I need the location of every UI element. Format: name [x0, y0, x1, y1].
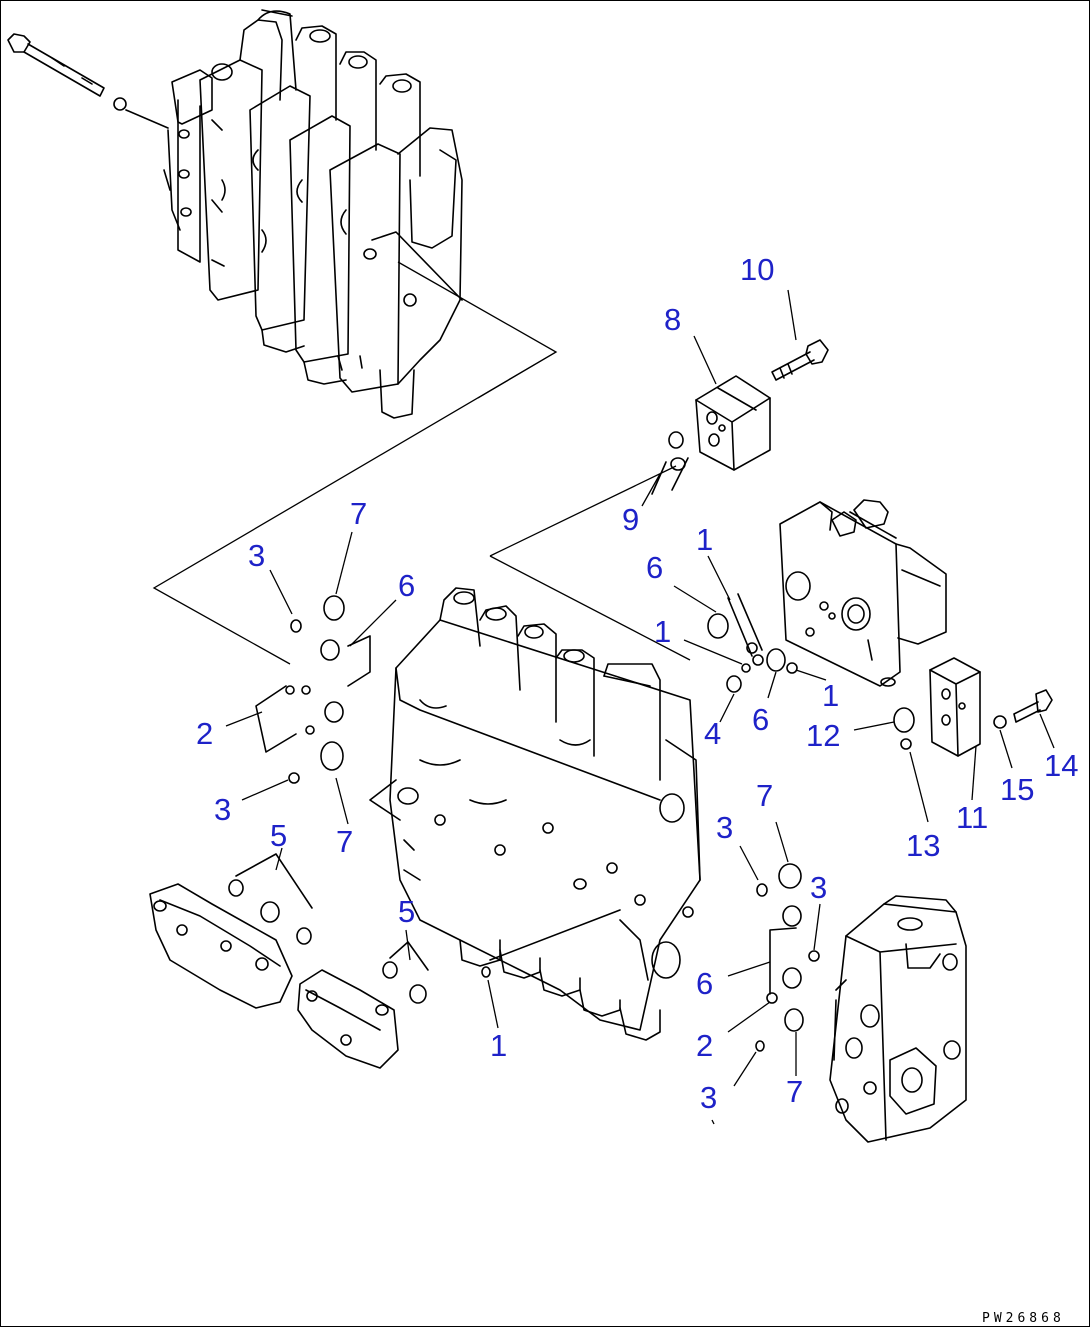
callout-3-left: 3 — [214, 792, 231, 827]
drawing-code: PW26868 — [982, 1311, 1065, 1326]
block-8 — [695, 375, 771, 471]
callout-3-right-lower: 3 — [810, 870, 827, 905]
callout-6-left: 6 — [398, 568, 415, 603]
callout-1-right: 1 — [822, 678, 839, 713]
callout-7-lower: 7 — [786, 1074, 803, 1109]
orings-right-upper — [707, 593, 798, 693]
relief-valve-upper — [779, 499, 947, 687]
oring-1-bottom — [481, 966, 491, 978]
plate-5-center — [297, 941, 429, 1069]
plate-5-left — [149, 853, 313, 1009]
callout-1-bottom: 1 — [490, 1028, 507, 1063]
callout-7-upper-left: 7 — [350, 496, 367, 531]
orings-12-13 — [893, 707, 915, 750]
callout-1-middle: 1 — [654, 614, 671, 649]
callout-14: 14 — [1044, 748, 1078, 783]
callout-2-left: 2 — [196, 716, 213, 751]
callout-3-right: 3 — [716, 810, 733, 845]
orings-left — [255, 595, 371, 784]
orings-9 — [651, 431, 689, 495]
callout-15: 15 — [1000, 772, 1034, 807]
callout-5-center: 5 — [398, 894, 415, 929]
callout-5-left: 5 — [270, 818, 287, 853]
bolt-10 — [771, 339, 829, 381]
cover-11 — [929, 657, 981, 757]
leader-lines — [225, 289, 1055, 1125]
callout-6-lower: 6 — [696, 966, 713, 1001]
callout-12: 12 — [806, 718, 840, 753]
orings-right-lower — [755, 863, 820, 1052]
callout-6-upper: 6 — [646, 550, 663, 585]
callout-7-right: 7 — [756, 778, 773, 813]
callout-2-lower: 2 — [696, 1028, 713, 1063]
callout-13: 13 — [906, 828, 940, 863]
callout-7-left: 7 — [336, 824, 353, 859]
callout-1-upper: 1 — [696, 522, 713, 557]
assembly-outline-lines — [152, 261, 691, 665]
callout-4: 4 — [704, 716, 721, 751]
callout-6-right: 6 — [752, 702, 769, 737]
main-valve-body — [369, 587, 701, 1041]
end-section — [829, 895, 967, 1143]
callout-10: 10 — [740, 252, 774, 287]
callout-11: 11 — [956, 800, 988, 835]
callout-9: 9 — [622, 502, 639, 537]
callout-3-upper-left: 3 — [248, 538, 265, 573]
callout-3-lower: 3 — [700, 1080, 717, 1115]
bolt-14-washer-15 — [993, 689, 1053, 729]
assembled-valve — [7, 9, 463, 419]
callout-8: 8 — [664, 302, 681, 337]
